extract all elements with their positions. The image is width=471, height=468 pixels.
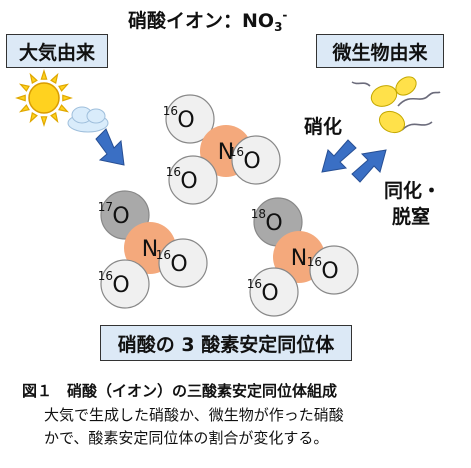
sun-ray [50,72,59,84]
oxygen-symbol: O [180,169,197,194]
assimilation-label: 同化・ [384,180,442,202]
atmospheric-source-label: 大気由来 [18,41,95,64]
nitrification-arrow [321,139,357,173]
oxygen-atom [158,238,208,288]
sun-ray [29,72,38,84]
atmospheric-source-box: 大気由来 [6,34,108,68]
sun-ray [62,94,73,102]
cloud-icon [67,106,109,133]
oxygen-symbol: O [261,281,278,306]
oxygen-mass-number: 16 [163,104,178,118]
caption-line-1: 大気で生成した硝酸か、微生物が作った硝酸 [44,406,344,424]
sun-icon [15,69,73,127]
sun-ray [40,69,48,80]
assimilation-arrow [351,149,387,183]
oxygen-mass-number: 16 [98,269,113,283]
sun-ray [58,104,70,113]
sun-ray [18,104,30,113]
nitrogen-symbol: N [291,246,307,271]
sun-ray [40,116,48,127]
title-subscript: 3 [274,20,283,34]
oxygen-atom [309,245,359,295]
oxygen-mass-number: 16 [307,255,322,269]
oxygen-atom [168,155,218,205]
microbial-source-label: 微生物由来 [332,41,428,64]
oxygen-mass-number: 16 [229,145,244,159]
sun-ray [15,94,26,102]
nitrogen-symbol: N [218,140,234,165]
caption-line-2: かで、酸素安定同位体の割合が変化する。 [44,429,329,447]
oxygen-symbol: O [243,149,260,174]
oxygen-atom [231,135,281,185]
oxygen-mass-number: 17 [98,200,113,214]
oxygen-symbol: O [112,204,129,229]
microbial-source-box: 微生物由来 [316,34,444,68]
atmospheric-input-arrow [95,128,125,166]
isotope-label-box: 硝酸の 3 酸素安定同位体 [100,325,352,361]
oxygen-mass-number: 16 [247,277,262,291]
oxygen-atom [249,267,299,317]
oxygen-mass-number: 16 [156,248,171,262]
oxygen-symbol: O [177,108,194,133]
title-superscript: - [282,8,288,22]
sun-ray [58,83,70,92]
title-text: 硝酸イオン：NO [128,10,275,32]
isotope-label: 硝酸の 3 酸素安定同位体 [117,333,335,356]
oxygen-mass-number: 18 [251,207,266,221]
oxygen-mass-number: 16 [166,165,181,179]
nitrogen-symbol: N [142,237,158,262]
caption-title: 図１ 硝酸（イオン）の三酸素安定同位体組成 [22,382,338,400]
oxygen-atom [100,259,150,309]
figure-title: 硝酸イオン：NO3- [128,6,287,34]
oxygen-symbol: O [112,273,129,298]
sun-ray [18,83,30,92]
denitrification-label: 脱窒 [392,206,431,228]
oxygen-atom [165,94,215,144]
oxygen-symbol: O [265,211,282,236]
oxygen-symbol: O [170,252,187,277]
sun-ray [50,112,59,124]
oxygen-symbol: O [321,259,338,284]
microbe-icon [351,76,441,134]
nitrification-label: 硝化 [304,116,343,138]
sun-ray [29,112,38,124]
